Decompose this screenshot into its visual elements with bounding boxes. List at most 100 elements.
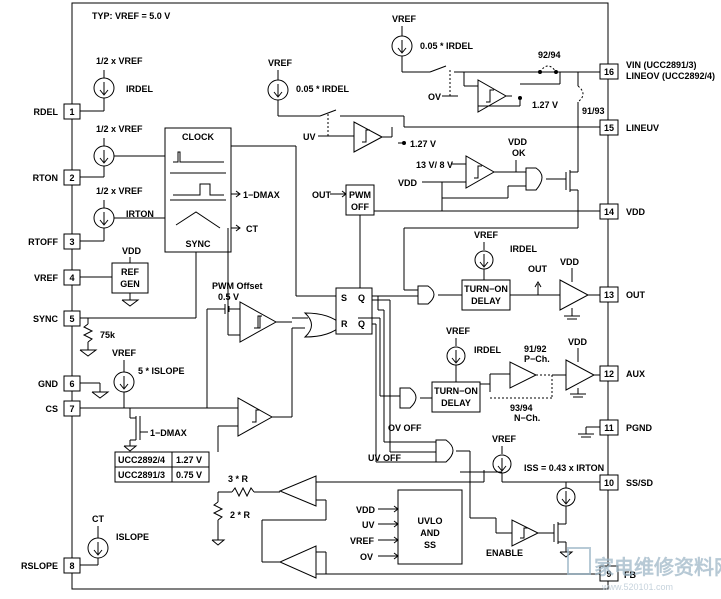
ss-current-source: VREF ISS = 0.43 x IRTON (460, 434, 604, 514)
turn-on-1-label: TURN−ON (464, 284, 508, 294)
vref-top-label: VREF (392, 14, 417, 24)
pin-16-number: 16 (604, 67, 614, 77)
left-pins: 1 RDEL 2 RTON 3 RTOFF 4 VREF 5 SYNC 6 GN… (21, 103, 81, 574)
irdel-label: IRDEL (126, 84, 154, 94)
uvlo-label: UVLO (417, 516, 442, 526)
ct-bottom-label: CT (92, 514, 104, 524)
pin-14-number: 14 (604, 207, 614, 217)
misc-wiring (359, 211, 579, 463)
ref-label: REF (121, 267, 140, 277)
typ-vref-label: TYP: VREF = 5.0 V (92, 11, 170, 21)
fault-logic: OV OFF UV OFF (368, 299, 485, 518)
sr-latch: S Q R Q (231, 145, 373, 335)
clock-block: CLOCK SYNC 1−DMAX CT (164, 127, 280, 253)
n9394-label: 93/94 (510, 403, 533, 413)
islope-current-source: VREF 5 * ISLOPE 1−DMAX (80, 308, 238, 452)
pin-2-name: RTON (33, 173, 58, 183)
pin-3-name: RTOFF (28, 237, 58, 247)
pin-15-name: LINEUV (626, 123, 659, 133)
or-gate (292, 312, 343, 338)
uvlo-uv-label: UV (362, 520, 375, 530)
ct-label: CT (246, 224, 258, 234)
aux-driver-path: VREF IRDEL TURN−ON DELAY 91/92 P−Ch. 93/… (366, 317, 600, 423)
pin-11-number: 11 (604, 423, 614, 433)
tbl-r2-a: UCC2891/3 (118, 470, 165, 480)
rdel-current-source: 1/2 x VREF IRDEL (80, 56, 154, 112)
v9193-label: 91/93 (582, 106, 605, 116)
enable-path: ENABLE (470, 514, 574, 558)
lineuv-current-source: VREF 0.05 * IRDEL UV 1.27 V (267, 58, 578, 153)
enable-label: ENABLE (486, 548, 523, 558)
ov-off-label: OV OFF (388, 423, 422, 433)
irdel-aux-label: IRDEL (474, 345, 502, 355)
pin-7-name: CS (45, 404, 58, 414)
tbl-r1-a: UCC2892/4 (118, 455, 165, 465)
off-label: OFF (351, 202, 369, 212)
islope-label: ISLOPE (116, 532, 149, 542)
v05-label: 0.5 V (218, 292, 239, 302)
pin-11-name: PGND (626, 423, 653, 433)
pin-16-name-2: LINEOV (UCC2892/4) (626, 71, 715, 81)
clock-box (164, 127, 232, 253)
watermark-sub: www.520101.com (601, 582, 673, 592)
pin-12-number: 12 (604, 369, 614, 379)
delay-1-label: DELAY (471, 296, 501, 306)
s-label: S (341, 293, 347, 303)
vdd-ok-1-label: VDD (508, 137, 528, 147)
pin-1-number: 1 (69, 107, 74, 117)
ref-vdd-label: VDD (122, 246, 142, 256)
pgnd-symbol (578, 426, 600, 438)
vref-islope-label: VREF (112, 348, 137, 358)
uvlo-ss-block: UVLO AND SS VDD UV VREF OV (350, 489, 463, 565)
pin-2-number: 2 (69, 173, 74, 183)
out-pwm-label: OUT (312, 190, 332, 200)
option-jumpers: 92/94 91/93 (538, 50, 605, 128)
r-label: R (341, 319, 348, 329)
uv-off-label: UV OFF (368, 453, 402, 463)
pwm-off-block: OUT PWM OFF (312, 184, 375, 216)
threshold-table: UCC2892/4 1.27 V UCC2891/3 0.75 V (114, 451, 210, 483)
p9192-label: 91/92 (524, 344, 547, 354)
pwm-comparator: PWM Offset 0.5 V (212, 228, 292, 343)
clock-label: CLOCK (182, 132, 214, 142)
irton-label: IRTON (126, 209, 154, 219)
vref-aux-label: VREF (446, 326, 471, 336)
irdel-005-top-label: 0.05 * IRDEL (420, 41, 474, 51)
vdd-ok-2-label: OK (512, 148, 526, 158)
r2-label: 2 * R (230, 510, 251, 520)
pin-9-number: 9 (606, 569, 611, 579)
out-small-label: OUT (528, 264, 548, 274)
pin-10-name: SS/SD (626, 478, 654, 488)
pin-9-name: FB (624, 570, 636, 580)
pwm-label: PWM (349, 190, 371, 200)
pin-13-number: 13 (604, 290, 614, 300)
uvlo-vref-label: VREF (350, 536, 375, 546)
rtoff-current-source: 1/2 x VREF IRTON (80, 186, 165, 242)
current-limit-comparator (217, 327, 305, 452)
irdel-rdel-label: IRDEL (510, 244, 538, 254)
pin-1-name: RDEL (34, 107, 59, 117)
right-pins: 16 VIN (UCC2891/3) LINEOV (UCC2892/4) 15… (599, 60, 715, 582)
pwm-offset-label: PWM Offset (212, 281, 263, 291)
watermark-main: 家电维修资料网 (594, 555, 721, 579)
r3-label: 3 * R (228, 474, 249, 484)
delay-2-label: DELAY (441, 398, 471, 408)
uv-label: UV (303, 132, 316, 142)
pin-8-name: RSLOPE (21, 561, 58, 571)
turn-on-delay-1-box (461, 279, 511, 311)
vref-ss-label: VREF (492, 434, 517, 444)
half-vref-label-3: 1/2 x VREF (96, 186, 143, 196)
pin-3-number: 3 (69, 237, 74, 247)
and-label: AND (420, 528, 440, 538)
ss-label: SS (424, 540, 436, 550)
pin-14-name: VDD (626, 207, 646, 217)
vin-current-source: VREF 0.05 * IRDEL OV 1.27 V (391, 14, 600, 113)
sync-wiring: 75k (79, 252, 197, 357)
half-vref-label-1: 1/2 x VREF (96, 56, 143, 66)
pwm-off-box (345, 184, 375, 216)
pin-4-name: VREF (34, 273, 59, 283)
tbl-r1-b: 1.27 V (176, 455, 202, 465)
five-islope-label: 5 * ISLOPE (138, 366, 185, 376)
